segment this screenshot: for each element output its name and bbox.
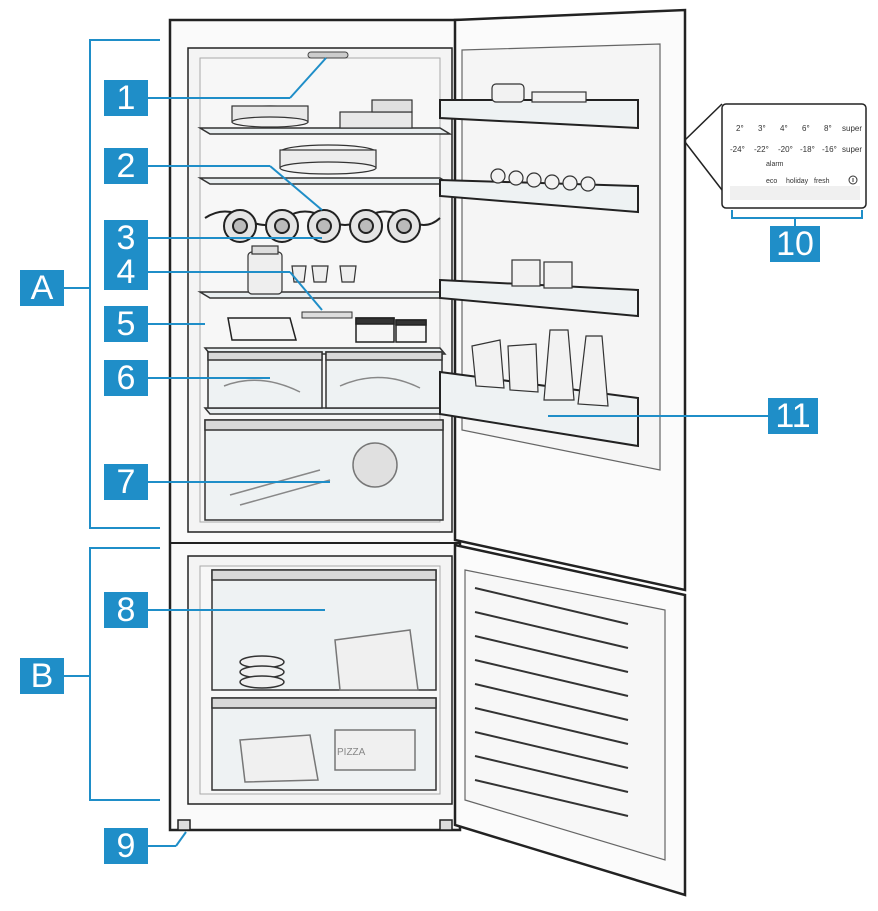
interior-light bbox=[307, 51, 349, 59]
door-shelves bbox=[439, 99, 639, 448]
freezer-super[interactable]: super bbox=[842, 145, 862, 154]
callout-5: 5 bbox=[104, 306, 148, 342]
callout-8: 8 bbox=[104, 592, 148, 628]
freezer-temp-1[interactable]: -22° bbox=[754, 145, 769, 154]
fridge-super[interactable]: super bbox=[842, 124, 862, 133]
mode-row: eco holiday fresh bbox=[766, 175, 858, 185]
vegetable-drawer bbox=[204, 419, 444, 521]
callout-9: 9 bbox=[104, 828, 148, 864]
fridge-temp-0[interactable]: 2° bbox=[736, 124, 744, 133]
mode-fresh[interactable]: fresh bbox=[814, 178, 830, 185]
info-icon[interactable] bbox=[848, 175, 858, 185]
freezer-temp-2[interactable]: -20° bbox=[778, 145, 793, 154]
fridge-temp-2[interactable]: 4° bbox=[780, 124, 788, 133]
callout-6: 6 bbox=[104, 360, 148, 396]
callout-11: 11 bbox=[768, 398, 818, 434]
callout-B: B bbox=[20, 658, 64, 694]
freezer-door bbox=[453, 543, 687, 897]
dishes bbox=[231, 99, 413, 129]
alarm-label[interactable]: alarm bbox=[766, 161, 784, 168]
callout-2: 2 bbox=[104, 148, 148, 184]
door-items bbox=[471, 83, 609, 407]
mode-holiday[interactable]: holiday bbox=[786, 178, 809, 185]
pizza-label: PIZZA bbox=[337, 747, 366, 758]
freezer-temp-0[interactable]: -24° bbox=[730, 145, 745, 154]
freezer-temp-3[interactable]: -18° bbox=[800, 145, 815, 154]
temperature-display-strip bbox=[301, 311, 353, 319]
callout-lines bbox=[62, 39, 863, 847]
bottle-rack bbox=[204, 209, 441, 243]
callout-3: 3 bbox=[104, 220, 148, 256]
fridge-temp-1[interactable]: 3° bbox=[758, 124, 766, 133]
food-containers bbox=[227, 317, 427, 343]
callout-7: 7 bbox=[104, 464, 148, 500]
freezer-drawers bbox=[211, 569, 437, 791]
mode-eco[interactable]: eco bbox=[766, 178, 777, 185]
chiller-drawers bbox=[207, 351, 443, 409]
fridge-temp-row: 2° 3° 4° 6° 8° super bbox=[736, 124, 862, 133]
control-panel-inset bbox=[684, 103, 867, 209]
freezer-door-ridges bbox=[474, 587, 629, 817]
fridge-temp-4[interactable]: 8° bbox=[824, 124, 832, 133]
cake-dome bbox=[279, 144, 377, 175]
callout-10: 10 bbox=[770, 226, 820, 262]
fridge-temp-3[interactable]: 6° bbox=[802, 124, 810, 133]
freezer-temp-row: -24° -22° -20° -18° -16° super bbox=[730, 145, 862, 154]
callout-1: 1 bbox=[104, 80, 148, 116]
freezer-temp-4[interactable]: -16° bbox=[822, 145, 837, 154]
callout-A: A bbox=[20, 270, 64, 306]
callout-4: 4 bbox=[104, 254, 148, 290]
